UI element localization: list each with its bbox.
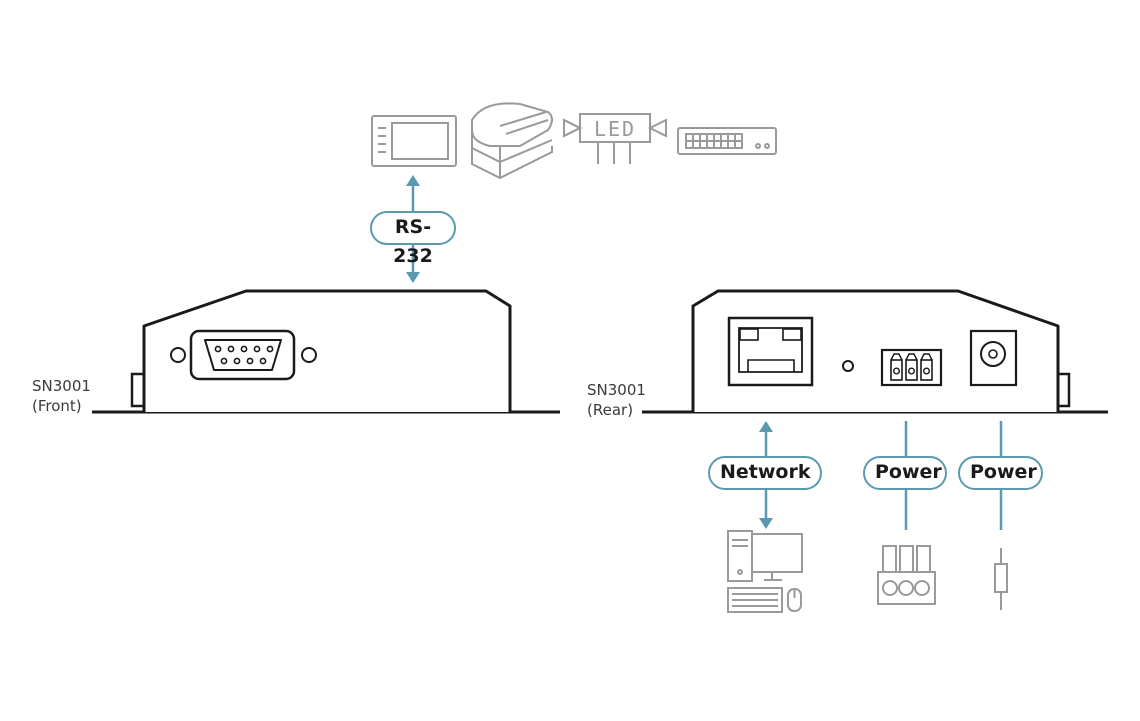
rear-chassis bbox=[691, 289, 1060, 412]
rear-model-label: SN3001 (Rear) bbox=[587, 380, 646, 420]
power-terminal-label: Power bbox=[863, 456, 947, 490]
front-screw-left bbox=[170, 347, 186, 363]
terminal-block-icon bbox=[877, 545, 936, 605]
dc-jack-port bbox=[969, 329, 1018, 387]
rj45-port bbox=[727, 316, 814, 387]
led-sign-text: LED bbox=[594, 117, 636, 141]
dc-plug-icon bbox=[994, 548, 1008, 610]
front-side-name: (Front) bbox=[32, 397, 82, 415]
front-chassis bbox=[142, 289, 512, 412]
rear-model-name: SN3001 bbox=[587, 381, 646, 399]
rear-unit bbox=[642, 289, 1108, 414]
front-screw-right bbox=[301, 347, 317, 363]
printer-icon bbox=[471, 102, 553, 180]
power-jack-label: Power bbox=[958, 456, 1043, 490]
switch-icon bbox=[677, 127, 777, 155]
rs232-label: RS-232 bbox=[370, 211, 456, 267]
computer-icon bbox=[727, 530, 803, 613]
front-model-label: SN3001 (Front) bbox=[32, 376, 91, 416]
terminal-block-port bbox=[880, 348, 943, 387]
led-sign-icon: LED bbox=[563, 113, 667, 164]
reset-hole bbox=[842, 360, 854, 372]
rear-mount-tab bbox=[1058, 372, 1071, 408]
db9-port bbox=[189, 329, 296, 381]
front-mount-tab bbox=[130, 372, 144, 408]
front-model-name: SN3001 bbox=[32, 377, 91, 395]
front-unit bbox=[92, 289, 560, 414]
rear-side-name: (Rear) bbox=[587, 401, 634, 419]
touch-panel-icon bbox=[371, 115, 457, 167]
network-label: Network bbox=[708, 456, 822, 490]
